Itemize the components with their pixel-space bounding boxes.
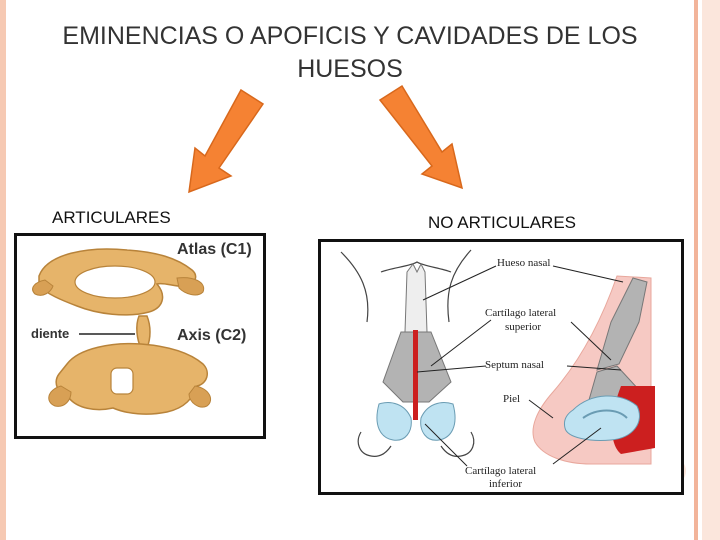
label-cartilago-inferior-line2: inferior: [489, 478, 522, 490]
frontal-nose-view: [340, 249, 475, 457]
vertebrae-drawing: diente Atlas (C1) Axis (C2): [31, 241, 252, 415]
left-border-strip: [0, 0, 6, 540]
label-hueso-nasal: Hueso nasal: [497, 257, 550, 269]
heading-articulares: ARTICULARES: [52, 208, 171, 227]
label-piel: Piel: [503, 393, 520, 405]
label-cartilago-superior-line1: Cartílago lateral: [485, 307, 556, 319]
label-axis: Axis (C2): [177, 327, 246, 344]
axis-vertebra-shape: [48, 315, 211, 415]
annotation-pointer-lines: [416, 265, 624, 467]
arrow-left-icon: [188, 88, 265, 194]
heading-no-articulares: NO ARTICULARES: [428, 213, 577, 232]
label-cartilago-inferior-line1: Cartílago lateral: [465, 465, 536, 477]
atlas-vertebra-shape: [32, 248, 205, 316]
label-septum-nasal: Septum nasal: [485, 359, 544, 371]
slide-title: EMINENCIAS O APOFICIS Y CAVIDADES DE LOS…: [62, 22, 638, 83]
label-atlas: Atlas (C1): [177, 241, 252, 258]
right-border-strip: [694, 0, 698, 540]
nasal-anatomy-illustration: Hueso nasal Cartílago lateral superior S…: [318, 239, 684, 495]
arrow-right-icon: [378, 84, 464, 190]
nasal-anatomy-drawing: Hueso nasal Cartílago lateral superior S…: [340, 249, 655, 490]
vertebrae-illustration: diente Atlas (C1) Axis (C2): [14, 233, 266, 439]
label-cartilago-superior-line2: superior: [505, 321, 541, 333]
label-diente: diente: [31, 326, 69, 341]
right-border-band: [702, 0, 720, 540]
lateral-nose-view: [532, 275, 655, 465]
